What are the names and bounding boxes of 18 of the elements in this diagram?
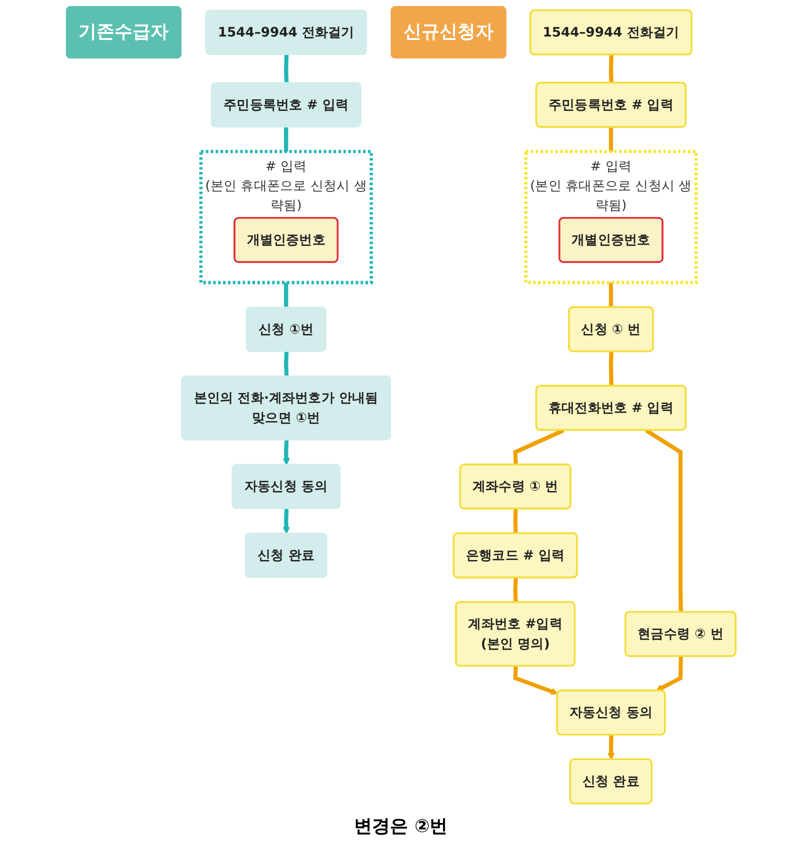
connector [608,54,614,84]
connector [284,126,288,152]
arrow [513,666,558,695]
connector [284,54,289,84]
connector [513,508,518,534]
connector [284,352,289,376]
connector [608,352,614,386]
connector [513,428,564,465]
connector [645,428,683,612]
note-text: 변경은 ②번 [354,816,448,837]
connector [513,578,518,602]
connector [284,282,288,308]
arrow [656,656,683,692]
arrow [282,440,290,466]
arrow [282,508,290,534]
connector [608,282,613,308]
connector [608,126,613,152]
arrow [608,735,615,760]
